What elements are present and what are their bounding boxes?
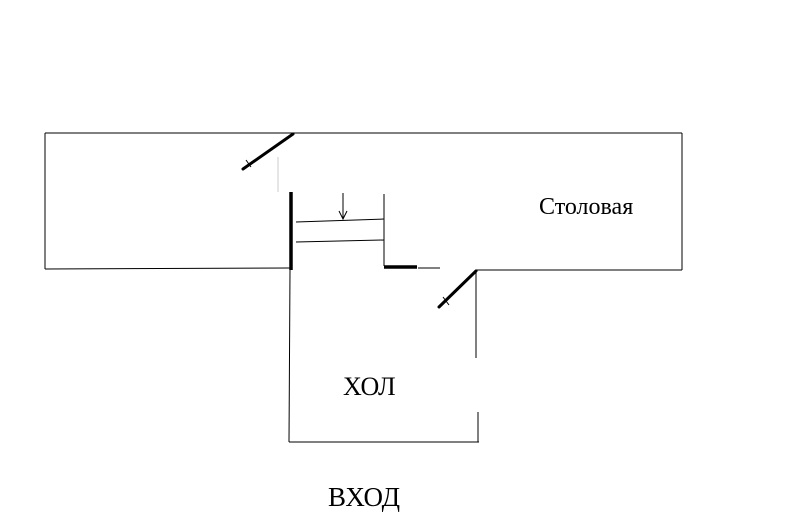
hall-label: ХОЛ [343, 372, 396, 401]
door-top-icon [241, 132, 295, 192]
staircase [295, 193, 385, 266]
entrance-label: ВХОД [328, 482, 400, 512]
dining-room-label: Столовая [539, 194, 633, 220]
hall-walls [288, 269, 479, 443]
dining-room-walls [44, 132, 683, 271]
stair-arrow-icon [338, 193, 348, 221]
partition-walls [289, 192, 417, 270]
door-hall-icon [437, 269, 478, 309]
